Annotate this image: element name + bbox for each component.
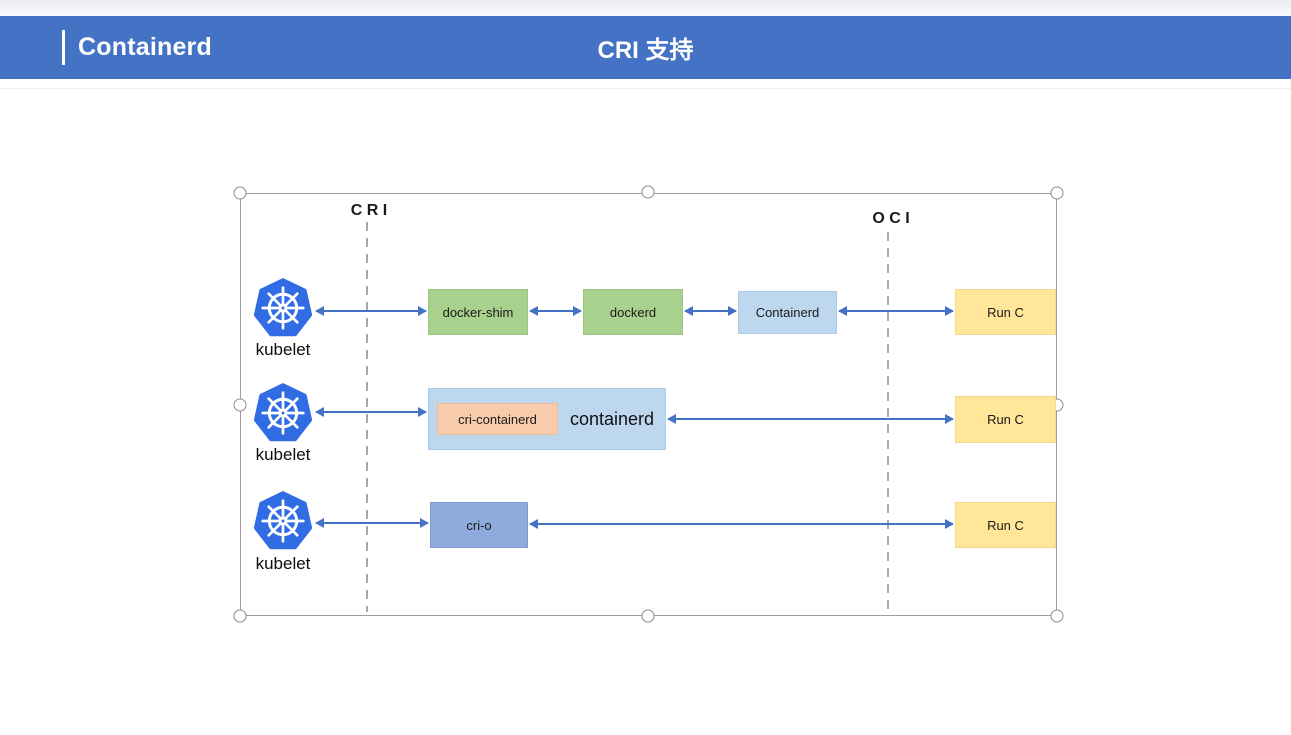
cri-containerd-box[interactable]: cri-containerd [437, 403, 558, 435]
arrow-containerd-runc-row1[interactable] [838, 306, 954, 316]
kubelet-label-row1[interactable]: kubelet [255, 340, 311, 359]
selection-handle-bottom-center[interactable] [641, 609, 655, 623]
arrow-crio-runc-row3[interactable] [529, 519, 954, 529]
containerd-label-row1: Containerd [755, 305, 820, 320]
kubelet-label-row2[interactable]: kubelet [255, 445, 311, 464]
selection-handle-bottom-left[interactable] [233, 609, 247, 623]
window-top-strip [0, 0, 1291, 16]
page-title[interactable]: Containerd [78, 33, 212, 61]
arrow-kubelet-crio[interactable] [315, 518, 429, 528]
kubernetes-logo-row2[interactable] [253, 382, 313, 444]
kubernetes-helm-icon [253, 278, 313, 337]
dockerd-box[interactable]: dockerd [583, 289, 683, 335]
arrow-containerd-runc-row2[interactable] [667, 414, 954, 424]
runc-box-row2[interactable]: Run C [955, 396, 1056, 443]
kubelet-label-row3[interactable]: kubelet [255, 554, 311, 573]
cri-boundary-label[interactable]: C R I [350, 202, 388, 219]
arrow-kubelet-containerd-row2[interactable] [315, 407, 427, 417]
runc-box-row3[interactable]: Run C [955, 502, 1056, 548]
docker-shim-box[interactable]: docker-shim [428, 289, 528, 335]
kubernetes-logo-row1[interactable] [253, 277, 313, 339]
arrow-dockerd-containerd[interactable] [684, 306, 737, 316]
selection-handle-middle-left[interactable] [233, 398, 247, 412]
dockerd-label: dockerd [609, 304, 657, 320]
kubernetes-helm-icon [253, 491, 313, 550]
oci-boundary-label[interactable]: O C I [872, 210, 910, 227]
oci-boundary-dashed-line[interactable] [887, 232, 889, 612]
containerd-box-row1[interactable]: Containerd [738, 291, 837, 334]
cri-containerd-label: cri-containerd [458, 411, 537, 427]
runc-label-row1: Run C [987, 304, 1024, 320]
cri-o-label: cri-o [466, 517, 492, 533]
cri-o-box[interactable]: cri-o [430, 502, 528, 548]
runc-label-row3: Run C [987, 517, 1024, 533]
arrow-dockershim-dockerd[interactable] [529, 306, 582, 316]
arrow-kubelet-dockershim[interactable] [315, 306, 427, 316]
page-subtitle[interactable]: CRI 支持 [597, 37, 694, 64]
containerd-box-row2[interactable]: cri-containerd containerd [428, 388, 666, 450]
containerd-label-row2: containerd [570, 408, 655, 429]
cri-boundary-dashed-line[interactable] [366, 222, 368, 612]
header-underline [0, 88, 1291, 89]
kubernetes-helm-icon [253, 383, 313, 442]
selection-handle-bottom-right[interactable] [1050, 609, 1064, 623]
title-accent-bar [62, 30, 65, 65]
slide-header: Containerd CRI 支持 [0, 16, 1291, 79]
runc-label-row2: Run C [987, 412, 1024, 427]
selection-handle-top-center[interactable] [641, 185, 655, 199]
selection-handle-top-right[interactable] [1050, 186, 1064, 200]
selection-handle-top-left[interactable] [233, 186, 247, 200]
kubernetes-logo-row3[interactable] [253, 490, 313, 552]
docker-shim-label: docker-shim [442, 304, 514, 320]
runc-box-row1[interactable]: Run C [955, 289, 1056, 335]
